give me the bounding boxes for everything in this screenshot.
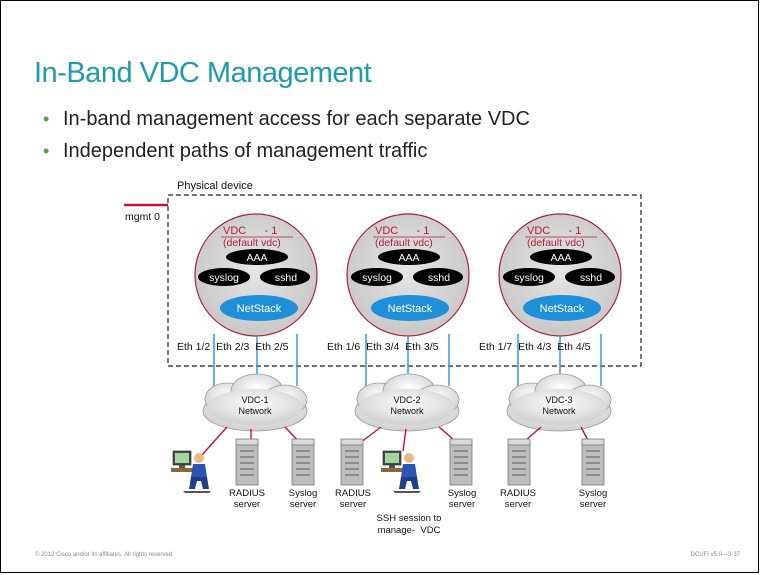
vdc-title: VDC - 1 — [223, 225, 277, 237]
admin-user-icon — [380, 450, 422, 494]
server-label: server — [505, 499, 531, 510]
syslog-label: syslog — [514, 272, 544, 284]
page-title: In-Band VDC Management — [34, 57, 372, 89]
server-label: RADIUS — [335, 488, 371, 499]
server-label: server — [340, 499, 366, 510]
netstack — [371, 295, 449, 321]
server-label: Syslog — [289, 488, 318, 499]
endpoint-link — [402, 428, 407, 452]
ssh-caption: SSH session to — [377, 513, 442, 524]
network-name: VDC-1 — [241, 395, 268, 405]
ssh-caption: manage- VDC — [378, 525, 441, 536]
copyright-footer: © 2012 Cisco and/or its affiliates. All … — [35, 552, 174, 558]
network-name: VDC-3 — [545, 395, 572, 405]
bullet-list: • In-band management access for each sepa… — [43, 108, 530, 172]
sshd-process — [260, 268, 310, 286]
vdc-subtitle: (default vdc) — [375, 237, 433, 249]
server-icon — [449, 438, 473, 486]
sshd-label: sshd — [275, 272, 297, 284]
network-label: Network — [238, 406, 272, 416]
syslog-process — [198, 268, 250, 286]
bullet-dot-icon: • — [43, 141, 50, 161]
vdc-2: VDC - 1 (default vdc) AAA syslog sshd Ne… — [327, 213, 470, 432]
vdc-title: VDC - 1 — [375, 225, 429, 237]
aaa-process — [226, 249, 288, 265]
bullet-dot-icon: • — [43, 109, 50, 129]
sshd-label: sshd — [580, 272, 602, 284]
server-icon — [340, 438, 364, 486]
server-icon — [235, 438, 259, 486]
bullet-text: In-band management access for each separ… — [63, 108, 530, 130]
slide-number-footer: DCUFI v5.0—3-37 — [690, 552, 740, 558]
bullet-text: Independent paths of management traffic — [63, 140, 428, 162]
endpoint-link — [200, 426, 228, 457]
syslog-label: syslog — [362, 272, 392, 284]
physical-device-label: Physical device — [177, 180, 253, 192]
aaa-label: AAA — [398, 252, 419, 264]
sshd-process — [413, 268, 463, 286]
netstack-label: NetStack — [237, 303, 282, 315]
server-icon — [291, 438, 315, 486]
aaa-process — [378, 249, 440, 265]
server-label: Syslog — [579, 488, 608, 499]
aaa-label: AAA — [246, 252, 267, 264]
bullet-item: • In-band management access for each sepa… — [43, 108, 530, 131]
aaa-process — [530, 249, 592, 265]
server-label: server — [580, 499, 606, 510]
syslog-label: syslog — [209, 272, 239, 284]
server-label: RADIUS — [229, 488, 265, 499]
port-labels: Eth 1/2 Eth 2/3 Eth 2/5 — [177, 341, 289, 353]
netstack — [220, 295, 298, 321]
admin-user-icon — [170, 450, 212, 494]
netstack-label: NetStack — [388, 303, 433, 315]
syslog-process — [351, 268, 403, 286]
server-icon — [581, 438, 605, 486]
mgmt-label: mgmt 0 — [125, 211, 160, 223]
sshd-label: sshd — [428, 272, 450, 284]
netstack-label: NetStack — [540, 303, 585, 315]
network-label: Network — [542, 406, 576, 416]
netstack — [523, 295, 601, 321]
server-label: server — [290, 499, 316, 510]
port-labels: Eth 1/6 Eth 3/4 Eth 3/5 — [327, 341, 439, 353]
physical-device-box — [167, 194, 642, 367]
server-label: server — [234, 499, 260, 510]
port-labels: Eth 1/7 Eth 4/3 Eth 4/5 — [479, 341, 591, 353]
server-icon — [507, 438, 531, 486]
aaa-label: AAA — [550, 252, 571, 264]
network-name: VDC-2 — [393, 395, 420, 405]
syslog-process — [503, 268, 555, 286]
server-label: RADIUS — [500, 488, 536, 499]
network-label: Network — [390, 406, 424, 416]
bullet-item: • Independent paths of management traffic — [43, 140, 530, 163]
vdc-1: VDC - 1 (default vdc) AAA syslog sshd Ne… — [177, 213, 318, 432]
sshd-process — [565, 268, 615, 286]
server-label: Syslog — [448, 488, 477, 499]
vdc-title: VDC - 1 — [527, 225, 581, 237]
vdc-3: VDC - 1 (default vdc) AAA syslog sshd Ne… — [479, 213, 622, 432]
server-label: server — [449, 499, 475, 510]
vdc-subtitle: (default vdc) — [223, 237, 281, 249]
vdc-subtitle: (default vdc) — [527, 237, 585, 249]
